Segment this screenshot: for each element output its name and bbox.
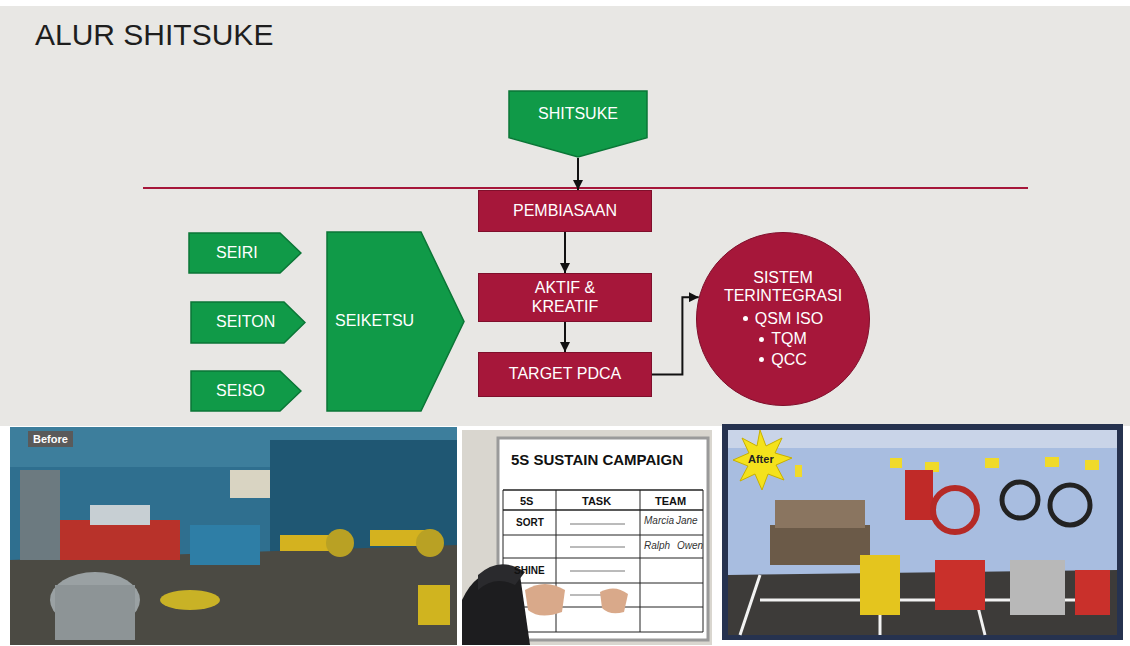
circle-heading: SISTEM TERINTEGRASI (715, 269, 851, 306)
step-pentagon: SEISO (190, 370, 302, 412)
node-label: AKTIF & KREATIF (524, 279, 606, 316)
team-name: Jane (676, 515, 698, 526)
slide-panel (0, 6, 1130, 426)
bullet-text: QSM ISO (755, 310, 823, 328)
node-content: SEIRI (216, 244, 258, 262)
flow-arrow (564, 232, 566, 273)
node-content: SISTEM TERINTEGRASI QSM ISO TQM QCC (715, 269, 851, 369)
bullet-text: QCC (771, 351, 807, 369)
node-outline-path (191, 371, 301, 411)
photo-tag: Before (28, 431, 73, 447)
photo-tag: After (748, 453, 774, 465)
node-label: SEISO (216, 382, 265, 400)
node-outline (508, 90, 648, 158)
before-photo (10, 427, 457, 645)
table-header: 5S (520, 495, 533, 507)
table-header: TASK (582, 495, 611, 507)
system-circle: SISTEM TERINTEGRASI QSM ISO TQM QCC (696, 232, 870, 406)
flow-arrow (652, 297, 699, 374)
node-content: SEITON (216, 313, 275, 331)
node-outline-path (191, 302, 305, 343)
bullet-dot (743, 316, 748, 321)
step-pentagon: SHITSUKE (508, 90, 648, 158)
node-outline-path (327, 232, 464, 411)
bullet-item: QSM ISO (743, 310, 823, 328)
bullet-item: QCC (759, 351, 807, 369)
after-photo (722, 424, 1123, 640)
team-name: Owen (677, 540, 703, 551)
flow-arrow (577, 158, 579, 190)
divider-line (143, 187, 1028, 189)
bullet-dot (759, 357, 764, 362)
flow-arrow (564, 322, 566, 352)
bullet-dot (759, 337, 764, 342)
table-cell: SHINE (514, 565, 545, 576)
node-content: SEIKETSU (335, 312, 414, 330)
node-label: PEMBIASAAN (513, 202, 617, 220)
node-label: SHITSUKE (538, 105, 618, 123)
board-photo (462, 430, 712, 645)
node-content: AKTIF & KREATIF (524, 279, 606, 316)
slide-title: ALUR SHITSUKE (35, 18, 273, 52)
step-pentagon: SEIRI (188, 232, 302, 274)
node-label: SEIRI (216, 244, 258, 262)
node-content: SHITSUKE (538, 105, 618, 123)
step-pentagon: SEITON (190, 301, 306, 344)
node-label: SEITON (216, 313, 275, 331)
group-pentagon: SEIKETSU (326, 231, 465, 412)
process-box: TARGET PDCA (478, 352, 652, 397)
table-cell: SORT (516, 517, 544, 528)
node-label: TARGET PDCA (509, 365, 621, 383)
node-outline-path (509, 91, 647, 157)
bullet-text: TQM (771, 330, 807, 348)
process-box: PEMBIASAAN (478, 190, 652, 232)
team-name: Marcia (644, 515, 674, 526)
bullet-item: TQM (759, 330, 807, 348)
process-box: AKTIF & KREATIF (478, 273, 652, 322)
team-name: Ralph (644, 540, 670, 551)
node-outline-path (189, 233, 301, 273)
node-label: SEIKETSU (335, 312, 414, 330)
node-content: SEISO (216, 382, 265, 400)
node-content: TARGET PDCA (509, 365, 621, 383)
node-content: PEMBIASAAN (513, 202, 617, 220)
board-title: 5S SUSTAIN CAMPAIGN (511, 452, 683, 469)
table-header: TEAM (655, 495, 686, 507)
